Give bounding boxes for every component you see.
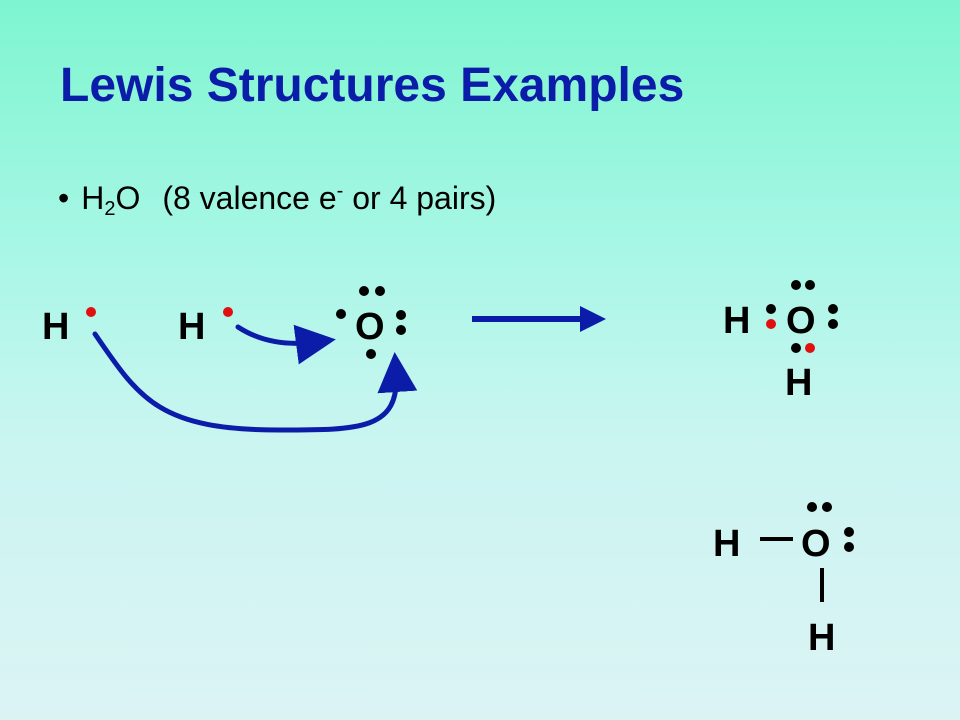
slide-title: Lewis Structures Examples bbox=[60, 59, 685, 112]
formula-h: H bbox=[81, 180, 105, 216]
product-h-left: H bbox=[723, 300, 750, 342]
valence-text-end: or 4 pairs) bbox=[343, 180, 497, 216]
reactant-o: O bbox=[336, 286, 406, 359]
electron-superscript: - bbox=[336, 180, 344, 202]
formula-subscript: 2 bbox=[104, 198, 116, 220]
bond-dot-right1 bbox=[844, 527, 854, 537]
bond-h-left: H bbox=[713, 523, 740, 565]
reactant-h2: H bbox=[178, 306, 233, 348]
h1-electron bbox=[86, 307, 96, 317]
product-o: O bbox=[786, 300, 816, 342]
dot-bottom-red bbox=[805, 343, 815, 353]
bond-dot-right2 bbox=[844, 542, 854, 552]
atom-o-label: O bbox=[355, 306, 385, 348]
valence-text: (8 valence e bbox=[162, 180, 337, 216]
reaction-arrow-head bbox=[580, 306, 606, 332]
o-electron-left bbox=[336, 309, 346, 319]
product-dot-structure: H O H bbox=[723, 280, 838, 404]
dot-bottom-black bbox=[791, 343, 801, 353]
bond-dot-top1 bbox=[807, 502, 817, 512]
dot-shared-black bbox=[766, 304, 776, 314]
bond-dot-top2 bbox=[822, 502, 832, 512]
curved-arrow-h1-to-o bbox=[92, 331, 418, 433]
product-bond-structure: H O H bbox=[713, 502, 854, 659]
h2-electron bbox=[223, 307, 233, 317]
o-electron-top1 bbox=[359, 286, 369, 296]
o-electron-right2 bbox=[396, 325, 406, 335]
dot-o-right2 bbox=[828, 319, 838, 329]
bond-o: O bbox=[801, 523, 831, 565]
product-h-bottom: H bbox=[785, 362, 812, 404]
dot-o-right1 bbox=[828, 304, 838, 314]
atom-h2-label: H bbox=[178, 306, 205, 348]
formula-o: O bbox=[115, 180, 141, 216]
o-electron-bottom bbox=[366, 349, 376, 359]
atom-h1-label: H bbox=[42, 306, 69, 348]
curved-arrow-h2-to-o bbox=[235, 324, 336, 365]
o-electron-top2 bbox=[375, 286, 385, 296]
reactant-h1: H bbox=[42, 306, 96, 348]
bullet-h2o: • H2O (8 valence e- or 4 pairs) bbox=[58, 180, 496, 221]
dot-o-top2 bbox=[805, 280, 815, 290]
bullet-marker: • bbox=[58, 180, 70, 216]
dot-o-top1 bbox=[791, 280, 801, 290]
o-electron-right1 bbox=[396, 310, 406, 320]
dot-shared-red bbox=[766, 319, 776, 329]
bond-h-bottom: H bbox=[808, 617, 835, 659]
